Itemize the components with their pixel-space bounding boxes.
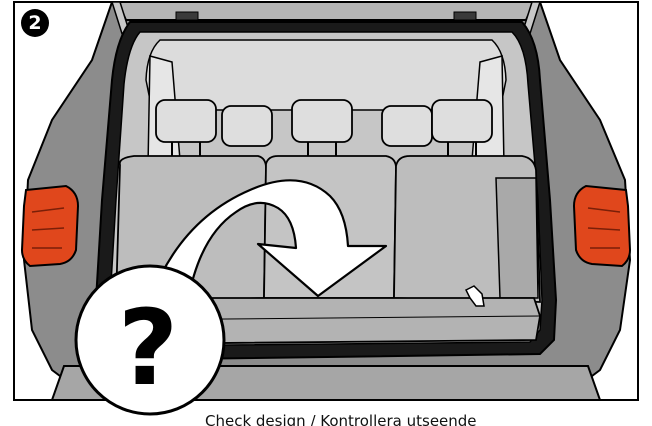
- taillight-right-icon: [574, 186, 630, 266]
- step-number-badge: 2: [21, 9, 49, 37]
- caption-text: Check design / Kontrollera utseende: [205, 412, 565, 426]
- taillight-left-icon: [22, 186, 78, 266]
- question-mark-icon: ?: [118, 287, 178, 409]
